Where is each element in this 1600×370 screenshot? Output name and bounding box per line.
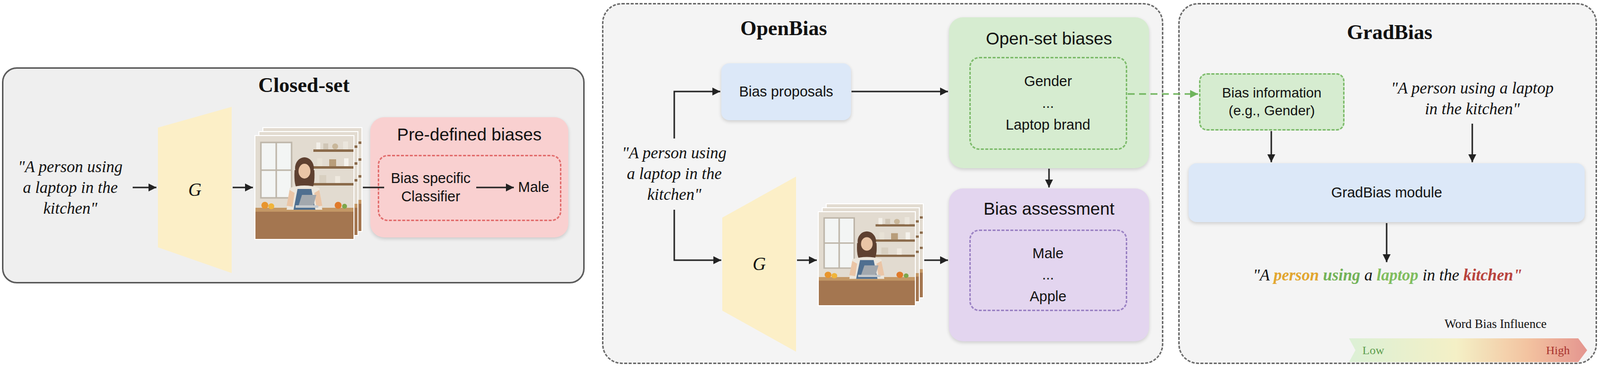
prompt-word: laptop <box>1376 266 1419 285</box>
label-holder: Low <box>1350 343 1396 359</box>
box-text: Gender <box>973 72 1123 91</box>
legend-text: High <box>1535 343 1581 359</box>
prompt-word <box>1318 266 1323 285</box>
info-box: Bias information (e.g., Gender) <box>1199 73 1345 131</box>
text-holder: Male <box>511 178 556 197</box>
prompt-word <box>1360 266 1365 285</box>
prompt-word: "A <box>1252 266 1270 285</box>
label-holder: "A person using a laptop in the kitchen" <box>1209 264 1566 286</box>
box-text: Laptop brand <box>973 115 1123 135</box>
prompt-word: in <box>1422 266 1436 285</box>
box-text: ... <box>973 94 1123 113</box>
text-holder: Laptop brand <box>973 115 1123 135</box>
box-text: G <box>188 178 202 202</box>
prompt-word: a <box>1364 266 1373 285</box>
prompt-word: kitchen" <box>1463 266 1523 285</box>
panel-title: Closed-set <box>200 72 408 100</box>
text-holder: Male <box>973 244 1123 263</box>
text-holder: GradBias <box>1290 19 1489 47</box>
panel-title: OpenBias <box>684 15 883 43</box>
generator-block: G <box>157 106 232 274</box>
prompt-word <box>1372 266 1377 285</box>
bias-list: Male... Apple <box>969 229 1128 312</box>
text-holder: Closed-set <box>200 72 408 100</box>
bias-box: Bias assessmentMale... Apple <box>949 188 1150 342</box>
text-holder: Apple <box>973 287 1123 306</box>
label-holder: "A person using a laptop in the kitchen" <box>1387 77 1558 120</box>
box-text: Male <box>511 178 556 197</box>
box-text: Bias assessment <box>954 198 1144 221</box>
text-holder: Bias specific Classifier <box>387 169 475 206</box>
label-holder: High <box>1535 343 1581 359</box>
prompt-text: "A person using a laptop in the kitchen" <box>13 156 127 220</box>
box-text: G <box>752 252 766 276</box>
bias-box: Pre-defined biasesBias specific Classifi… <box>370 117 569 238</box>
box-text: ... <box>973 265 1123 285</box>
text-holder: ... <box>973 94 1123 113</box>
text-holder: Gender <box>973 72 1123 91</box>
box-text: Apple <box>973 287 1123 306</box>
generator-trapezoid <box>157 106 232 274</box>
text-holder: Bias assessment <box>954 198 1144 221</box>
box-text: Open-set biases <box>954 27 1144 50</box>
box-text: Pre-defined biases <box>375 123 564 147</box>
box-text: GradBias module <box>1331 183 1443 202</box>
prompt-word: the <box>1439 266 1459 285</box>
label-holder: "A person using a laptop in the kitchen" <box>617 142 731 206</box>
prompt-word: using <box>1323 266 1361 285</box>
box-text: Bias information (e.g., Gender) <box>1212 84 1332 120</box>
text-holder: ... <box>973 265 1123 285</box>
prompt-word <box>1269 266 1274 285</box>
text-holder: Pre-defined biases <box>375 123 564 147</box>
panel-title: GradBias <box>1290 19 1489 47</box>
prompt-word: person <box>1273 266 1320 285</box>
box-text: Bias proposals <box>739 82 834 101</box>
prompt-text: "A person using a laptop in the kitchen" <box>1387 77 1558 120</box>
prompt-word <box>1435 266 1440 285</box>
panel: OpenBiasBias proposals Open-set biasesGen… <box>601 2 1164 365</box>
prompt-word <box>1418 266 1423 285</box>
generator-trapezoid <box>722 176 797 352</box>
bias-box: Open-set biasesGender... Laptop brand <box>949 17 1150 169</box>
text-holder: Open-set biases <box>954 27 1144 50</box>
text-holder: OpenBias <box>684 15 883 43</box>
process-box: Bias proposals <box>721 63 851 121</box>
prompt-word <box>1459 266 1464 285</box>
generator-block: G <box>722 176 797 352</box>
process-box: GradBias module <box>1188 163 1585 223</box>
legend-text: Low <box>1350 343 1396 359</box>
label-holder: "A person using a laptop in the kitchen" <box>13 156 127 220</box>
label-holder: Word Bias Influence <box>1416 316 1575 333</box>
classifier-box: Bias specific Classifier Male <box>377 154 562 222</box>
prompt-text: "A person using a laptop in the kitchen" <box>617 142 731 206</box>
box-text: Bias specific Classifier <box>387 169 475 206</box>
bias-list: Gender... Laptop brand <box>969 56 1128 150</box>
panel: GradBiasBias information (e.g., Gender) G… <box>1178 2 1598 365</box>
box-text: Male <box>973 244 1123 263</box>
legend-text: Word Bias Influence <box>1416 316 1575 333</box>
prompt-text: "A person using a laptop in the kitchen" <box>1209 264 1566 286</box>
